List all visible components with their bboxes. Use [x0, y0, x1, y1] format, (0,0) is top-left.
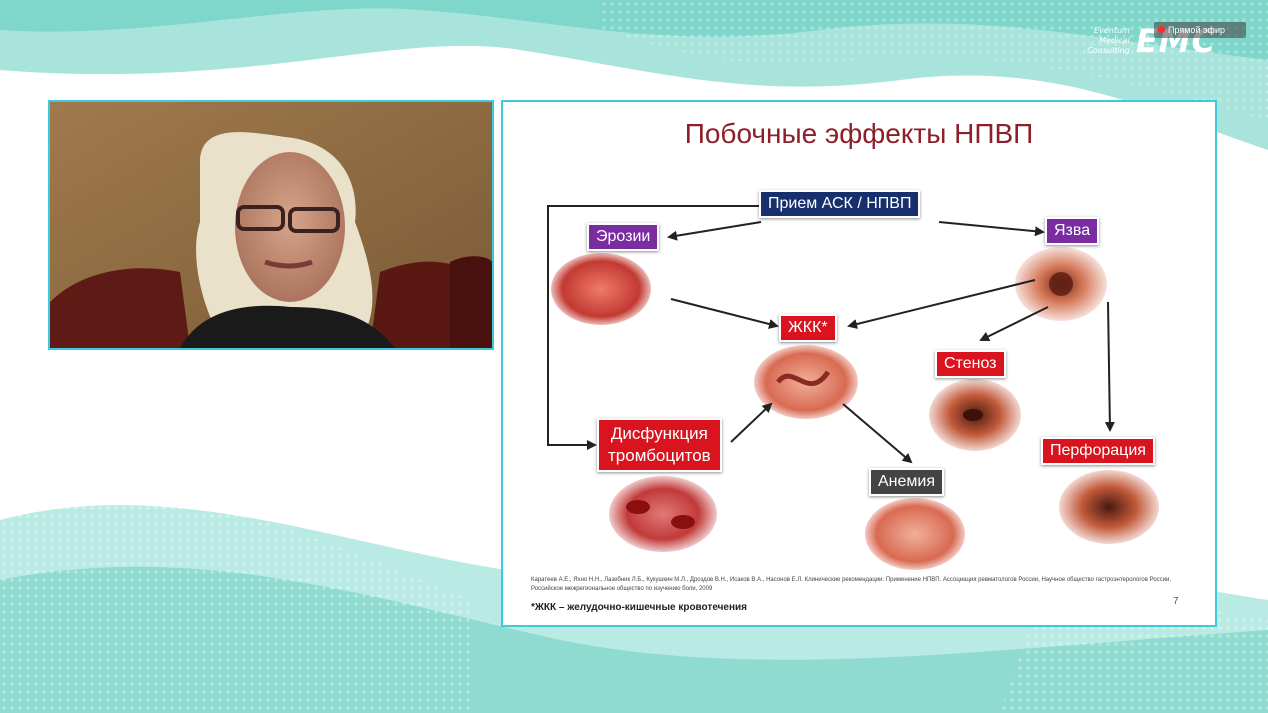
slide-reference: Каратеев А.Е., Яхно Н.Н., Лазебник Л.Б.,…: [531, 577, 1172, 592]
arrow-ulcer-to-gib: [847, 279, 1036, 329]
erosion-photo: [551, 253, 651, 325]
slide-page-number: 7: [1173, 596, 1179, 607]
node-platelet-dysfunction: Дисфункция тромбоцитов: [597, 418, 722, 472]
live-badge: Прямой эфир: [1154, 22, 1246, 38]
arrow-erosions-to-gib: [670, 298, 779, 329]
slide-title: Побочные эффекты НПВП: [684, 118, 1034, 149]
node-anemia: Анемия: [869, 468, 945, 496]
anemia-photo: [865, 498, 965, 570]
arrow-ulcer-to-perforation: [1104, 301, 1115, 432]
platelet-photo: [609, 476, 717, 552]
arrow-platelet-to-gib: [730, 402, 773, 443]
speaker-video-frame: [50, 102, 492, 348]
brand-line-1: Eventum: [1094, 26, 1130, 35]
slide-footnote: *ЖКК – желудочно-кишечные кровотечения: [531, 602, 748, 613]
diagram-arrows: [547, 205, 1159, 570]
arrow-ulcer-to-stenosis: [979, 306, 1049, 341]
node-ulcer: Язва: [1045, 217, 1100, 245]
node-stenosis: Стеноз: [935, 350, 1006, 378]
presentation-slide: Побочные эффекты НПВП: [501, 100, 1217, 627]
live-dot-icon: [1158, 26, 1165, 33]
arrow-gib-to-anemia: [842, 403, 913, 464]
live-badge-label: Прямой эфир: [1168, 25, 1225, 35]
node-erosions: Эрозии: [587, 223, 660, 251]
brand-line-2: Medical: [1099, 36, 1130, 45]
node-platelet-line1: Дисфункция: [610, 424, 708, 443]
node-intake: Прием АСК / НПВП: [759, 190, 921, 218]
perforation-photo: [1059, 470, 1159, 544]
speaker-video[interactable]: [48, 100, 494, 350]
arrow-intake-to-platelet: [547, 205, 761, 450]
arrow-intake-to-erosions: [667, 221, 762, 241]
node-platelet-line2: тромбоцитов: [608, 446, 711, 465]
brand-line-3: Consulting: [1087, 46, 1130, 55]
node-perforation: Перфорация: [1041, 437, 1155, 465]
arrow-intake-to-ulcer: [938, 221, 1045, 237]
node-gib: ЖКК*: [779, 314, 837, 342]
